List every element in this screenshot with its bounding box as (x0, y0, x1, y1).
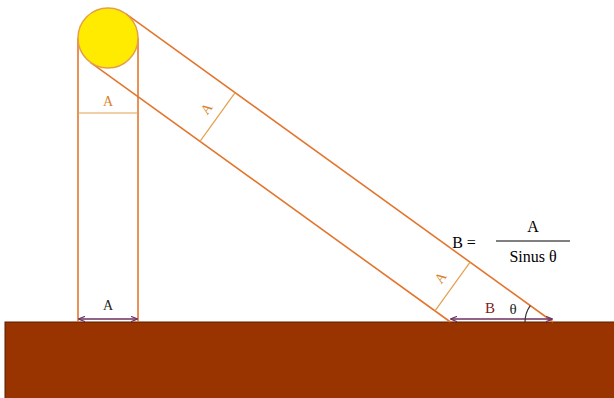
fraction-bar (496, 241, 570, 242)
beam-edge (137, 38, 139, 322)
width-label: A (101, 94, 115, 110)
sun (78, 8, 138, 68)
formula-text: B = (450, 234, 478, 252)
formula-text: A (525, 218, 541, 236)
ground (5, 322, 614, 398)
angle-label: θ (507, 301, 518, 318)
beam-edge (77, 38, 79, 322)
width-label: A (430, 268, 451, 289)
dimension-arrow (79, 318, 137, 319)
width-marker (78, 112, 138, 113)
beam-edge (126, 14, 553, 322)
beam-edge (90, 62, 450, 322)
dimension-arrow (451, 318, 552, 319)
formula-text: Sinus θ (507, 248, 558, 266)
angle-arc (525, 306, 530, 322)
width-label: A (196, 99, 217, 120)
dimension-label: A (101, 298, 115, 314)
dimension-label: B (483, 300, 497, 317)
